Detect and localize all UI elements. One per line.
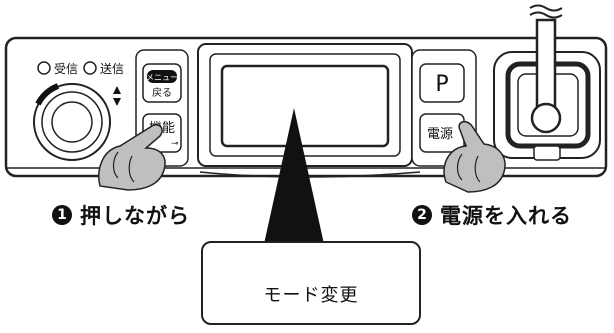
- lock-icon: ⊸: [171, 139, 179, 149]
- pointing-hand-right: [443, 120, 506, 193]
- back-key-label: 戻る: [152, 86, 172, 99]
- volume-knob[interactable]: [33, 83, 111, 161]
- transmit-indicator: 送信: [83, 61, 124, 76]
- result-box: モード変更: [201, 241, 421, 325]
- step-1-label: 1 押しながら: [52, 200, 190, 230]
- result-pointer: [264, 108, 324, 244]
- step-2-label: 2 電源を入れる: [412, 200, 572, 230]
- p-key-label: P: [435, 72, 448, 97]
- step-2-badge: 2: [412, 205, 432, 225]
- result-text: モード変更: [263, 285, 359, 306]
- power-key-label: 電源: [427, 127, 453, 142]
- step-1-text: 押しながら: [80, 204, 190, 228]
- step-1-badge: 1: [52, 205, 72, 225]
- pointing-hand-left: [98, 124, 166, 191]
- menu-back-button[interactable]: メニュー 戻る: [142, 63, 182, 103]
- transmit-indicator-label: 送信: [100, 61, 124, 76]
- menu-key-label: メニュー: [146, 73, 178, 82]
- microphone-cable: [529, 4, 563, 134]
- power-button[interactable]: 電源: [419, 113, 465, 153]
- p-button[interactable]: P: [419, 63, 465, 103]
- lcd-display: [197, 43, 413, 167]
- up-down-arrow-icon: [113, 86, 121, 106]
- receive-indicator-label: 受信: [54, 62, 78, 76]
- receive-indicator: 受信: [37, 61, 78, 76]
- step-2-text: 電源を入れる: [440, 204, 572, 228]
